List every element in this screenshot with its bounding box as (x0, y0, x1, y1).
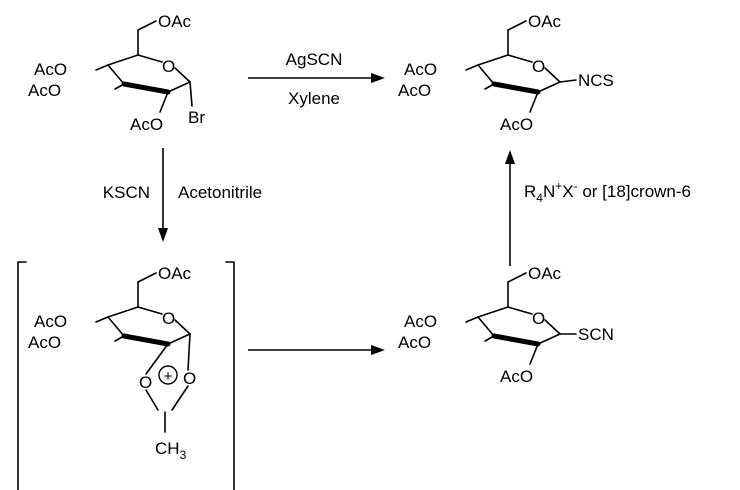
condition-right-reagent: R4N+X- or [18]crown-6 (524, 179, 691, 205)
intermediate-charge: + (164, 368, 173, 385)
reactant-bromine: Br (188, 108, 205, 127)
left-bracket (17, 261, 27, 490)
ncs-product-oac-top: OAc (528, 12, 562, 31)
intermediate-aco-upper: AcO (34, 312, 67, 331)
ncs-product-aco-upper: AcO (404, 60, 437, 79)
reactant-aco-lower: AcO (28, 81, 61, 100)
condition-left-reagent: KSCN (103, 183, 150, 202)
ncs-product-aco-lower: AcO (398, 81, 431, 100)
arrow-right-up (505, 150, 515, 266)
arrow-left-down (158, 148, 168, 242)
ncs-product-isothiocyanate: NCS (578, 71, 614, 90)
reactant-oac-top: OAc (158, 12, 192, 31)
scn-product-thiocyanate: SCN (578, 325, 614, 344)
reactant-glycosyl-bromide: OAc O AcO AcO AcO Br (28, 12, 205, 134)
product-glycosyl-thiocyanate: OAc O AcO AcO AcO SCN (398, 264, 614, 386)
reactant-ring-oxygen: O (162, 57, 175, 76)
intermediate-aco-lower: AcO (28, 333, 61, 352)
condition-left-solvent: Acetonitrile (178, 183, 262, 202)
ncs-product-aco-bottom: AcO (500, 115, 533, 134)
intermediate-ring-oxygen: O (162, 309, 175, 328)
product-glycosyl-isothiocyanate: OAc O AcO AcO AcO NCS (398, 12, 614, 134)
scn-product-aco-lower: AcO (398, 333, 431, 352)
intermediate-dioxolane-oxygen-left: O (139, 373, 152, 392)
reactant-aco-bottom: AcO (130, 115, 163, 134)
right-bracket (225, 261, 235, 490)
intermediate-dioxolenium-ion: + OAc O AcO AcO O O CH3 (28, 264, 196, 462)
intermediate-dioxolane-oxygen-right: O (183, 369, 196, 388)
intermediate-methyl-subscript: 3 (180, 448, 187, 462)
intermediate-methyl: CH3 (155, 439, 187, 462)
reactant-aco-upper: AcO (34, 60, 67, 79)
scn-product-ring-oxygen: O (532, 309, 545, 328)
scn-product-aco-bottom: AcO (500, 367, 533, 386)
ncs-product-ring-oxygen: O (532, 57, 545, 76)
scn-product-oac-top: OAc (528, 264, 562, 283)
arrow-top (248, 73, 385, 83)
arrow-bottom (248, 345, 385, 355)
condition-top-solvent: Xylene (288, 89, 340, 108)
scn-product-aco-upper: AcO (404, 312, 437, 331)
intermediate-oac-top: OAc (158, 264, 192, 283)
condition-top-reagent: AgSCN (286, 50, 343, 69)
